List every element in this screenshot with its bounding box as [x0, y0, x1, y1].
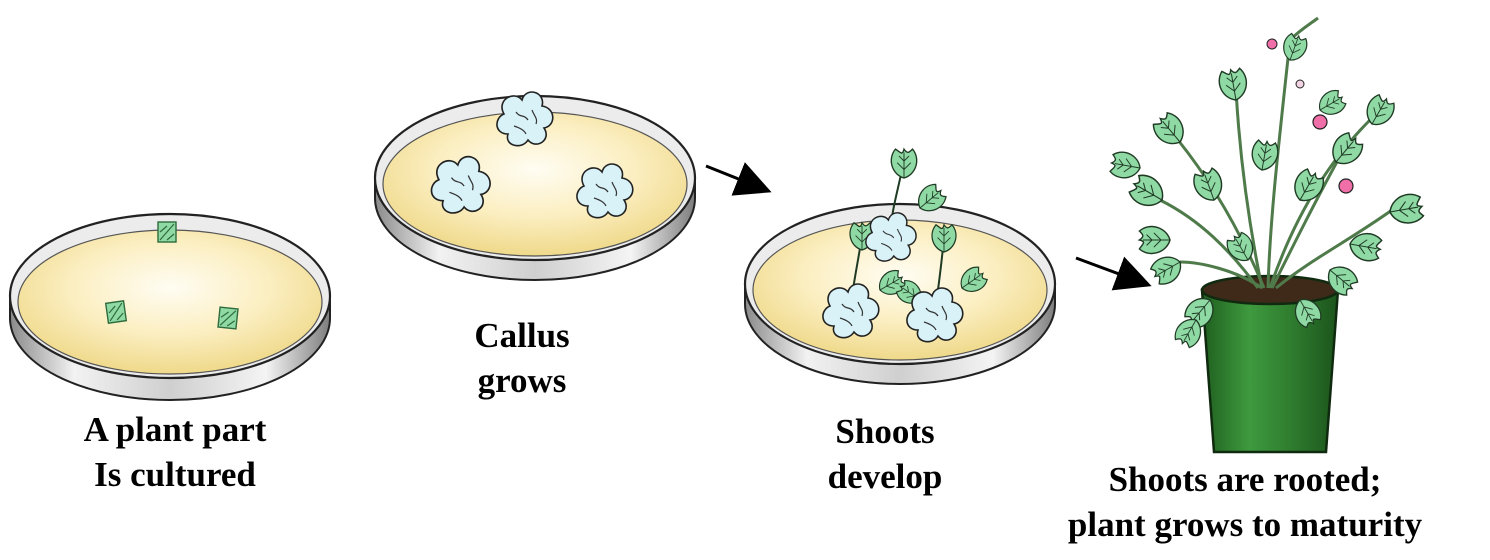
- leaf-explant: [106, 301, 127, 323]
- plant-leaf: [1191, 167, 1227, 205]
- flower-bud: [1267, 39, 1277, 49]
- leaf-explant: [218, 307, 238, 329]
- step-4-caption-line-1: Shoots are rooted;: [1010, 458, 1480, 503]
- petri-dish-explants: [10, 214, 330, 400]
- petri-dish-shoots: [745, 149, 1055, 384]
- plant-leaf: [1149, 251, 1187, 287]
- step-4-caption: Shoots are rooted; plant grows to maturi…: [1010, 458, 1480, 548]
- arrow-icon: [706, 166, 766, 190]
- plant-leaf: [1388, 192, 1425, 226]
- arrow-icon: [1076, 258, 1146, 284]
- step-4-caption-line-2: plant grows to maturity: [1010, 503, 1480, 548]
- flower-bud: [1313, 115, 1327, 129]
- step-1-caption: A plant part Is cultured: [40, 408, 310, 498]
- plant-leaf: [1127, 172, 1169, 213]
- step-3-caption-line-1: Shoots: [790, 410, 980, 455]
- flower-bud: [1296, 80, 1304, 88]
- step-3-caption-line-2: develop: [790, 455, 980, 500]
- step-2-caption-line-1: Callus: [432, 314, 612, 359]
- step-2-caption-line-2: grows: [432, 359, 612, 404]
- step-2-caption: Callus grows: [432, 314, 612, 404]
- step-1-caption-line-2: Is cultured: [40, 453, 310, 498]
- step-1-caption-line-1: A plant part: [40, 408, 310, 453]
- plant-leaf: [1217, 68, 1249, 103]
- plant-leaf: [1279, 32, 1309, 64]
- plant-leaf: [1109, 150, 1142, 180]
- petri-dish-callus: [375, 92, 695, 280]
- plant-leaf: [1139, 227, 1170, 254]
- plant-leaf: [1288, 167, 1327, 207]
- leaf-explant: [158, 222, 176, 242]
- plant-leaf: [1150, 110, 1190, 151]
- shoot-leaf: [891, 149, 916, 178]
- step-3-caption: Shoots develop: [790, 410, 980, 500]
- flower-bud: [1339, 179, 1353, 193]
- potted-plant: [1109, 18, 1424, 452]
